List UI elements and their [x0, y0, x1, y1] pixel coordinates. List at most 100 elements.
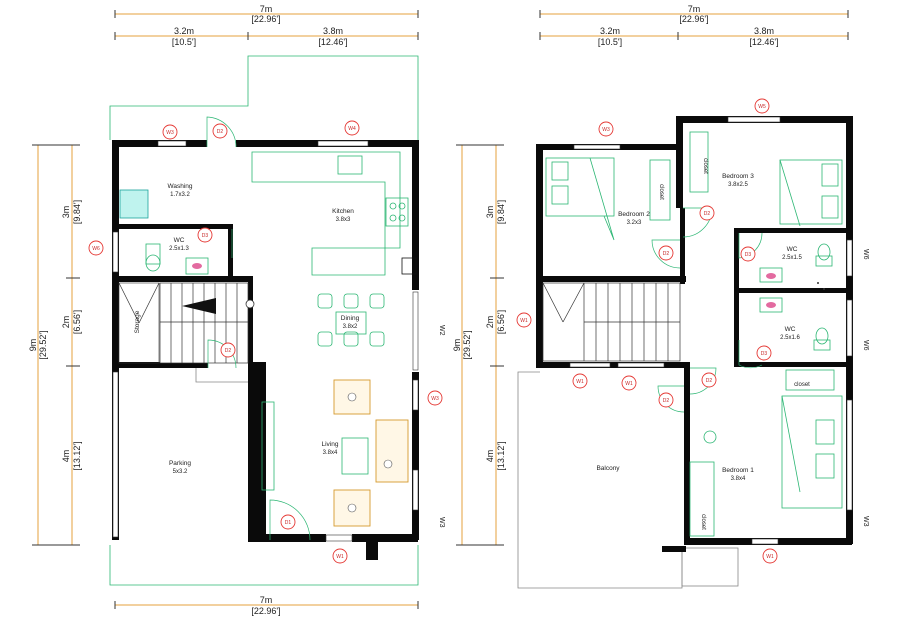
upper-tag-w1-a: W1 [576, 379, 584, 385]
ground-dim-bottom-total-ft: [22.96'] [251, 606, 280, 616]
ground-left-dimensions: 9m [29.52'] 3m [9.84'] 2m [6.56'] 4m [13… [28, 144, 82, 546]
upper-tag-w3: W3 [602, 127, 610, 133]
balcony-outline [517, 371, 683, 589]
upper-window-w3-label: W3 [862, 516, 869, 527]
ground-dim-b: 2m [61, 316, 71, 329]
room-balcony-name: Balcony [596, 465, 620, 472]
upper-tag-d3-b: D3 [761, 351, 768, 357]
ground-fixtures [119, 151, 417, 491]
upper-tag-d2-c: D2 [706, 378, 713, 384]
ground-tag-w1: W1 [336, 554, 344, 560]
ground-living-furniture [333, 379, 409, 527]
ground-top-dimensions: 7m [22.96'] 3.2m [10.5'] 3.8m [12.46'] [114, 4, 419, 47]
room-wc-upper-a-size: 2.5x1.5 [782, 255, 802, 261]
upper-dim-a-ft: [9.84'] [496, 200, 506, 224]
room-wc-size: 2.5x1.3 [169, 246, 189, 252]
ground-dim-height: 9m [28, 339, 38, 352]
room-dining-size: 3.8x2 [343, 324, 358, 330]
room-washing-size: 1.7x3.2 [170, 192, 190, 198]
ground-doors [195, 116, 311, 541]
upper-tag-w1-b: W1 [625, 381, 633, 387]
room-kitchen-name: Kitchen [332, 208, 354, 215]
ground-tag-d2-top: D2 [217, 129, 224, 135]
ground-dim-bottom-total: 7m [260, 595, 273, 605]
ground-tag-w4: W4 [348, 126, 356, 132]
upper-tag-w1-bottom: W1 [766, 554, 774, 560]
upper-dim-a: 3m [485, 206, 495, 219]
room-living-size: 3.8x4 [323, 450, 338, 456]
upper-window-w6-a-label: W6 [862, 249, 869, 260]
upper-dim-left: 3.2m [600, 26, 620, 36]
room-wc-name: WC [174, 237, 185, 244]
ground-dim-a-ft: [9.84'] [72, 200, 82, 224]
upper-room-labels: Bedroom 2 3.2x3 Bedroom 3 3.8x2.5 WC 2.5… [596, 158, 810, 530]
room-bedroom2-name: Bedroom 2 [618, 211, 650, 218]
upper-dim-c: 4m [485, 450, 495, 463]
room-parking-size: 5x3.2 [173, 469, 188, 475]
upper-dim-b-ft: [6.56'] [496, 310, 506, 334]
upper-dim-right: 3.8m [754, 26, 774, 36]
ground-walls [112, 140, 419, 560]
ground-dim-total: 7m [260, 4, 273, 14]
ground-tag-d3: D3 [202, 233, 209, 239]
room-living-name: Living [322, 441, 339, 448]
upper-dim-left-ft: [10.5'] [598, 37, 622, 47]
upper-dim-height-ft: [29.52'] [462, 330, 472, 359]
ground-windows: W2 W3 [112, 140, 445, 542]
room-storage-name: Storage [134, 310, 141, 333]
ground-tag-w3-right: W3 [431, 396, 439, 402]
upper-dim-total: 7m [688, 4, 701, 14]
ground-dim-right-ft: [12.46'] [318, 37, 347, 47]
ground-dim-left: 3.2m [174, 26, 194, 36]
ground-floor-plan: 7m [22.96'] 3.2m [10.5'] 3.8m [12.46'] 7… [28, 4, 445, 616]
ground-dim-right: 3.8m [323, 26, 343, 36]
closet-label-bedroom2: closet [658, 184, 664, 200]
ground-tag-d2-mid: D2 [225, 348, 232, 354]
ground-tag-w6: W6 [92, 246, 100, 252]
closet-label-bedroom1-side: closet [700, 514, 706, 530]
ground-site-outline [109, 55, 419, 586]
room-kitchen-size: 3.8x3 [336, 217, 351, 223]
ground-tag-w3-top: W3 [166, 130, 174, 136]
upper-tag-d2-d: D2 [663, 398, 670, 404]
ground-tag-d1: D1 [285, 520, 292, 526]
ground-window-w2-label: W2 [438, 325, 445, 336]
upper-dim-right-ft: [12.46'] [749, 37, 778, 47]
ground-window-w3-label: W3 [438, 517, 445, 528]
room-wc-upper-a-name: WC [787, 246, 798, 253]
room-bedroom2-size: 3.2x3 [627, 220, 642, 226]
upper-stairs [542, 282, 681, 362]
upper-floor-plan: 7m [22.96'] 3.2m [10.5'] 3.8m [12.46'] 9… [452, 4, 869, 589]
room-washing-name: Washing [167, 183, 192, 190]
upper-tag-w5: W5 [758, 104, 766, 110]
upper-dim-c-ft: [13.12'] [496, 441, 506, 470]
closet-label-bedroom3: closet [702, 158, 708, 174]
room-bedroom1-size: 3.8x4 [731, 476, 746, 482]
ground-dim-c: 4m [61, 450, 71, 463]
room-dining-name: Dining [341, 315, 360, 322]
ground-bottom-dimensions: 7m [22.96'] [114, 595, 419, 616]
ground-dim-b-ft: [6.56'] [72, 310, 82, 334]
upper-window-w6-b-label: W6 [862, 340, 869, 351]
upper-top-dimensions: 7m [22.96'] 3.2m [10.5'] 3.8m [12.46'] [539, 4, 849, 47]
ground-dim-a: 3m [61, 206, 71, 219]
closet-label-bedroom1-top: closet [794, 382, 810, 388]
room-wc-upper-b-size: 2.5x1.6 [780, 335, 800, 341]
upper-tag-d2-b: D2 [663, 251, 670, 257]
room-parking-name: Parking [169, 460, 191, 467]
ground-room-labels: Washing 1.7x3.2 Kitchen 3.8x3 WC 2.5x1.3… [134, 183, 360, 475]
room-bedroom3-name: Bedroom 3 [722, 173, 754, 180]
upper-windows: W6 W6 W3 [569, 116, 869, 545]
upper-fixtures [545, 131, 843, 537]
ground-dining-furniture [317, 293, 385, 347]
upper-dim-total-ft: [22.96'] [679, 14, 708, 24]
ground-dim-total-ft: [22.96'] [251, 14, 280, 24]
upper-left-dimensions: 9m [29.52'] 3m [9.84'] 2m [6.56'] 4m [13… [452, 144, 506, 546]
room-bedroom3-size: 3.8x2.5 [728, 182, 748, 188]
upper-tags: W3 W5 D2 D2 D3 W1 W1 W1 D2 D2 D3 W1 [516, 98, 778, 564]
room-bedroom1-name: Bedroom 1 [722, 467, 754, 474]
ground-dim-height-ft: [29.52'] [38, 330, 48, 359]
balcony-step [681, 547, 739, 587]
ground-tags: W3 D2 W4 W6 D3 D2 W3 D1 W1 [88, 120, 443, 564]
